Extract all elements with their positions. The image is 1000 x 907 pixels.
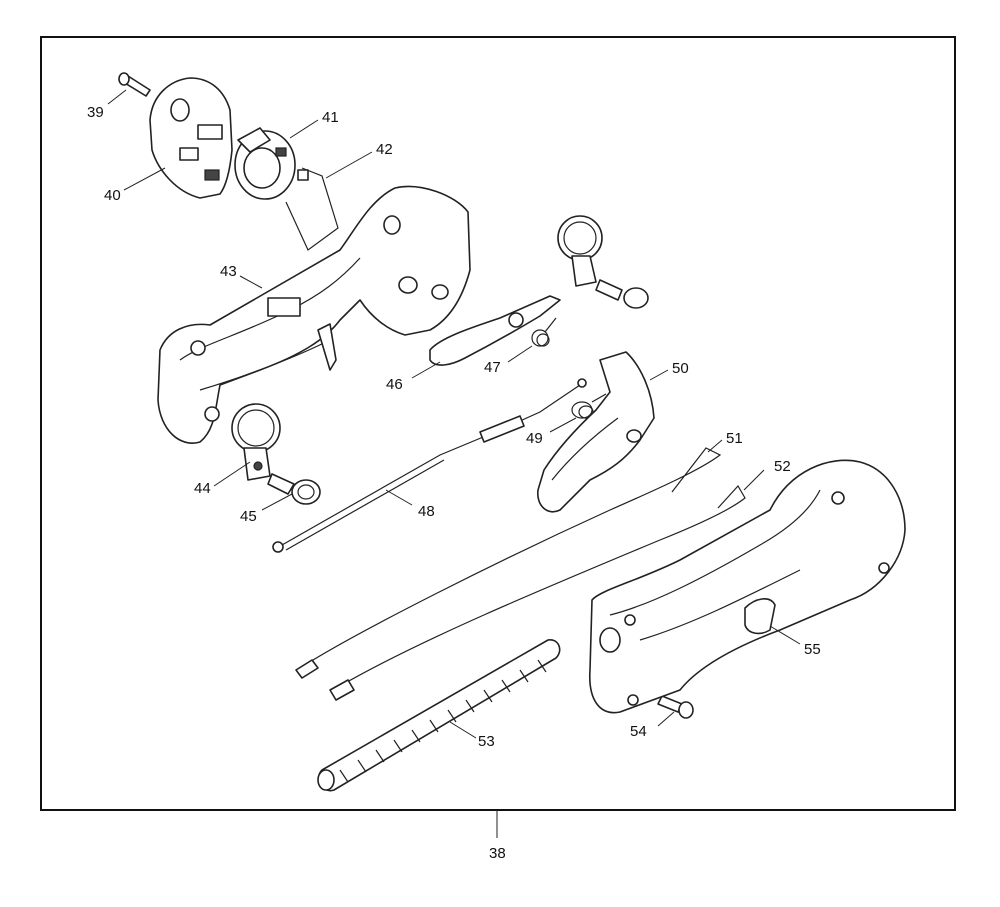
label-54: 54 <box>630 723 647 740</box>
leader-44 <box>213 461 251 487</box>
label-44: 44 <box>194 480 211 497</box>
leader-55 <box>769 625 801 645</box>
part-clamp-upper <box>557 215 649 309</box>
label-38: 38 <box>489 845 506 862</box>
label-43: 43 <box>220 263 237 280</box>
leader-43 <box>239 275 263 289</box>
part-52-wire <box>329 484 746 701</box>
label-55: 55 <box>804 641 821 658</box>
part-45-bolt <box>267 473 321 505</box>
label-52: 52 <box>774 458 791 475</box>
label-51: 51 <box>726 430 743 447</box>
part-41-cam <box>234 127 309 200</box>
label-53: 53 <box>478 733 495 750</box>
part-46-throttle-lever <box>429 295 561 366</box>
part-55-handle-housing <box>589 459 906 714</box>
part-54-screw <box>657 695 694 719</box>
part-44-clamp <box>231 403 281 481</box>
label-42: 42 <box>376 141 393 158</box>
label-39: 39 <box>87 104 104 121</box>
part-43-handle-half <box>157 185 471 444</box>
label-50: 50 <box>672 360 689 377</box>
leader-51 <box>707 439 723 453</box>
label-49: 49 <box>526 430 543 447</box>
leader-47 <box>507 345 533 363</box>
part-39-screw <box>118 72 151 97</box>
leader-41 <box>289 119 319 139</box>
label-45: 45 <box>240 508 257 525</box>
part-42-wire-spring <box>285 167 339 251</box>
leader-49 <box>549 417 577 433</box>
leader-53 <box>449 721 477 739</box>
label-46: 46 <box>386 376 403 393</box>
label-47: 47 <box>484 359 501 376</box>
leader-52 <box>743 469 765 491</box>
label-41: 41 <box>322 109 339 126</box>
leader-39 <box>107 89 127 105</box>
part-53-coil-tube <box>317 639 561 792</box>
assembly-frame <box>40 36 956 811</box>
leader-45 <box>261 493 293 511</box>
leader-42 <box>325 151 373 179</box>
part-50-grip-lever <box>537 351 655 513</box>
leader-48 <box>385 489 413 506</box>
label-48: 48 <box>418 503 435 520</box>
label-40: 40 <box>104 187 121 204</box>
leader-50 <box>649 369 669 381</box>
part-48-throttle-cable <box>272 378 587 553</box>
part-51-wire <box>295 447 722 679</box>
part-40-cover-plate <box>149 77 233 199</box>
leader-46 <box>411 361 441 379</box>
leader-54 <box>657 711 675 727</box>
leader-40 <box>123 167 166 191</box>
part-47-spring <box>531 317 557 347</box>
